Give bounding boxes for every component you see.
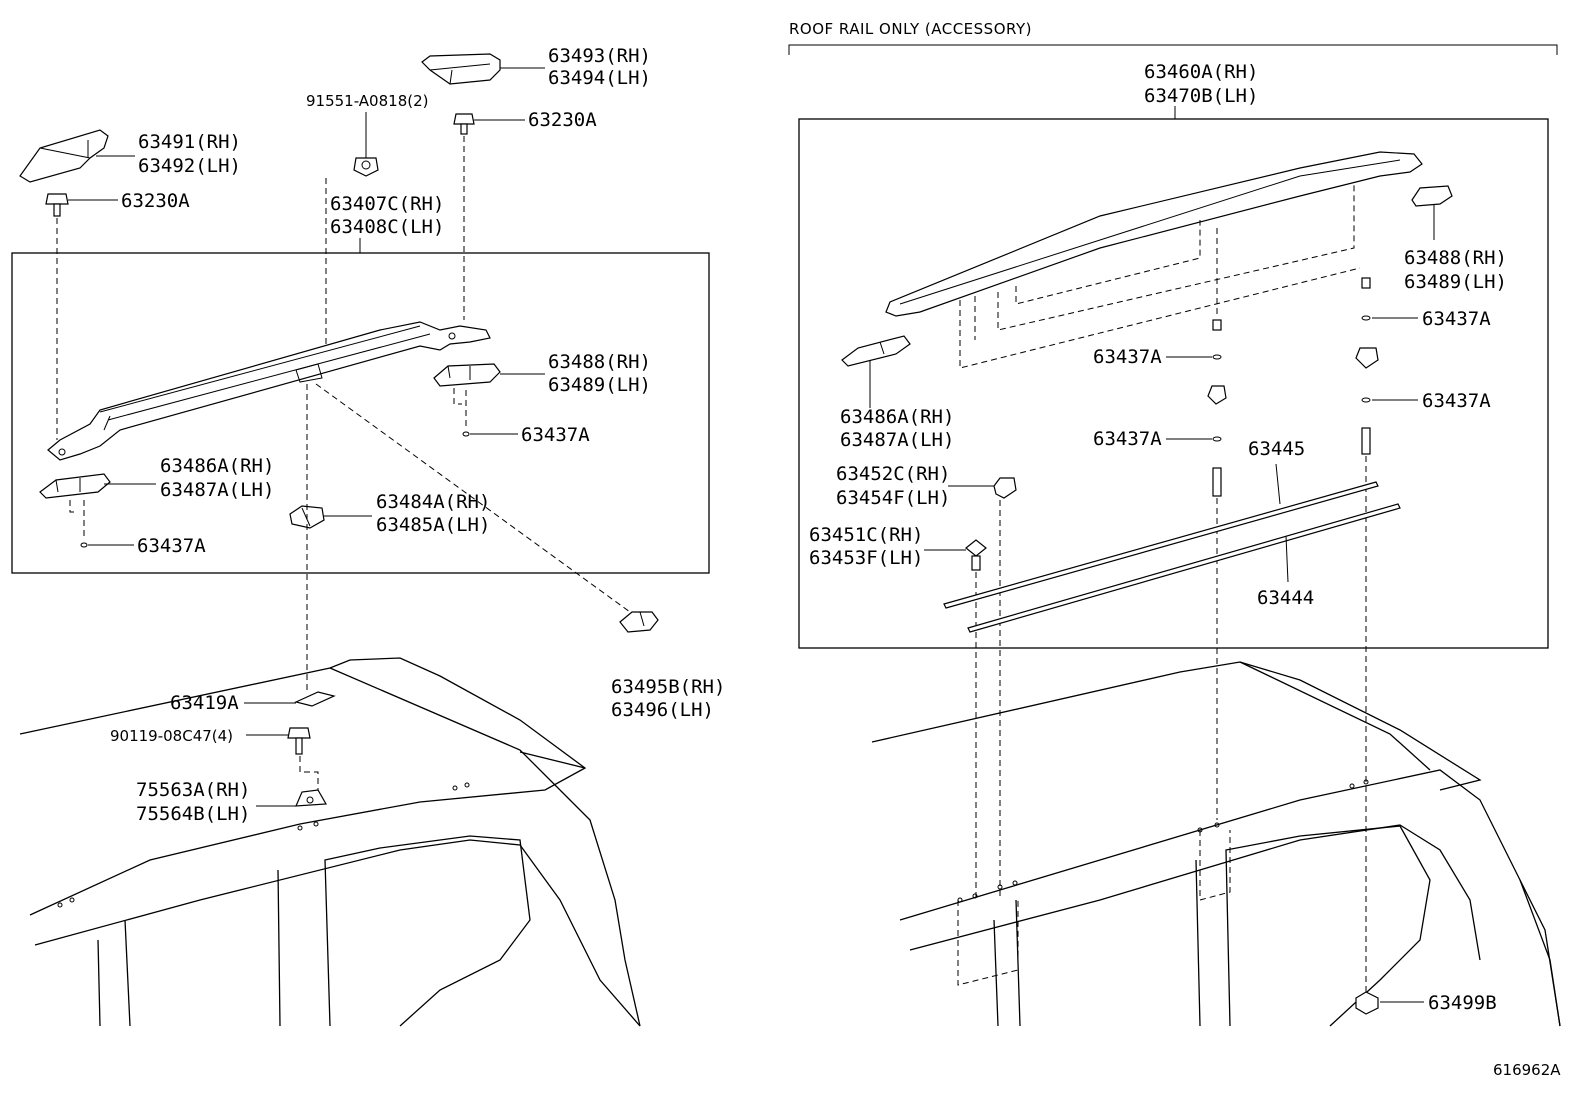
front-clip-part [993,477,1017,499]
right-assembly: ROOF RAIL ONLY (ACCESSORY) 63460A(RH) 63… [788,20,1561,1027]
vehicle-body-right [871,661,1561,1027]
label-63470: 63470B(LH) [1144,85,1258,107]
label-63437a-a: 63437A [521,424,590,446]
rear-clip-part [1355,347,1379,369]
roof-bracket-part [295,789,327,807]
bracket-rear-part [433,363,501,387]
label-63494: 63494(LH) [548,67,651,89]
vehicle-body-left [19,657,641,1027]
end-cap-front-part [421,53,501,85]
label-63486-left: 63486A(RH) [160,455,274,477]
label-63452: 63452C(RH) [836,463,950,485]
label-63491: 63491(RH) [138,131,241,153]
bolt-top-part [453,113,475,135]
roof-pad-part [294,691,336,707]
label-63486-right: 63486A(RH) [840,406,954,428]
label-63451: 63451C(RH) [809,524,923,546]
rail-nut-part [1355,991,1379,1015]
label-63496: 63496(LH) [611,699,714,721]
clip-nut-part [353,157,379,177]
label-63437a-1: 63437A [1093,346,1162,368]
label-63487-left: 63487A(LH) [160,479,274,501]
label-63489-right: 63489(LH) [1404,271,1507,293]
label-63445: 63445 [1248,438,1305,460]
accessory-rail-part [885,151,1423,317]
right-assembly-box [798,118,1549,649]
label-63495: 63495B(RH) [611,676,725,698]
roof-rail-part [47,321,491,461]
end-bracket-right-part [1411,185,1453,207]
label-63453: 63453F(LH) [809,547,923,569]
label-63437a-4: 63437A [1422,390,1491,412]
bolt-left-part [45,193,69,217]
center-spacer-part [1212,319,1222,331]
end-bracket-left-part [841,335,911,367]
center-cover-part [619,611,659,633]
center-stud-part [1212,467,1222,497]
label-63230a-top: 63230A [528,109,597,131]
label-63419a: 63419A [170,692,239,714]
left-assembly: 63493(RH) 63494(LH) 91551-A0818(2) 63230… [11,45,725,1027]
label-63408: 63408C(LH) [330,216,444,238]
label-63460: 63460A(RH) [1144,61,1258,83]
label-63437a-b: 63437A [137,535,206,557]
label-63437a-2: 63437A [1093,428,1162,450]
label-63487-right: 63487A(LH) [840,429,954,451]
label-90119: 90119-08C47(4) [110,727,233,745]
weatherstrip-63445-part [943,481,1379,609]
label-63230a-left: 63230A [121,190,190,212]
center-clip-right-part [1207,385,1227,405]
end-cap-rear-part [19,129,109,183]
label-63492: 63492(LH) [138,155,241,177]
label-63493: 63493(RH) [548,45,651,67]
label-63454: 63454F(LH) [836,487,950,509]
label-63484: 63484A(RH) [376,491,490,513]
label-63485: 63485A(LH) [376,514,490,536]
front-bolt-part [965,539,987,571]
rear-stud-part [1361,427,1371,455]
roof-rail-only-header: ROOF RAIL ONLY (ACCESSORY) [789,20,1032,38]
label-63437a-3: 63437A [1422,308,1491,330]
rear-spacer-part [1361,277,1371,289]
bolt-roof-part [287,727,311,755]
weatherstrip-63444-part [967,503,1401,633]
label-63407: 63407C(RH) [330,193,444,215]
label-63489-left: 63489(LH) [548,374,651,396]
label-63488-left: 63488(RH) [548,351,651,373]
label-63488-right: 63488(RH) [1404,247,1507,269]
bracket-front-part [39,473,111,499]
label-91551: 91551-A0818(2) [306,92,428,110]
label-75563: 75563A(RH) [136,779,250,801]
label-75564: 75564B(LH) [136,803,250,825]
label-63499b: 63499B [1428,992,1497,1014]
label-63444: 63444 [1257,587,1314,609]
figure-code: 616962A [1493,1061,1561,1079]
